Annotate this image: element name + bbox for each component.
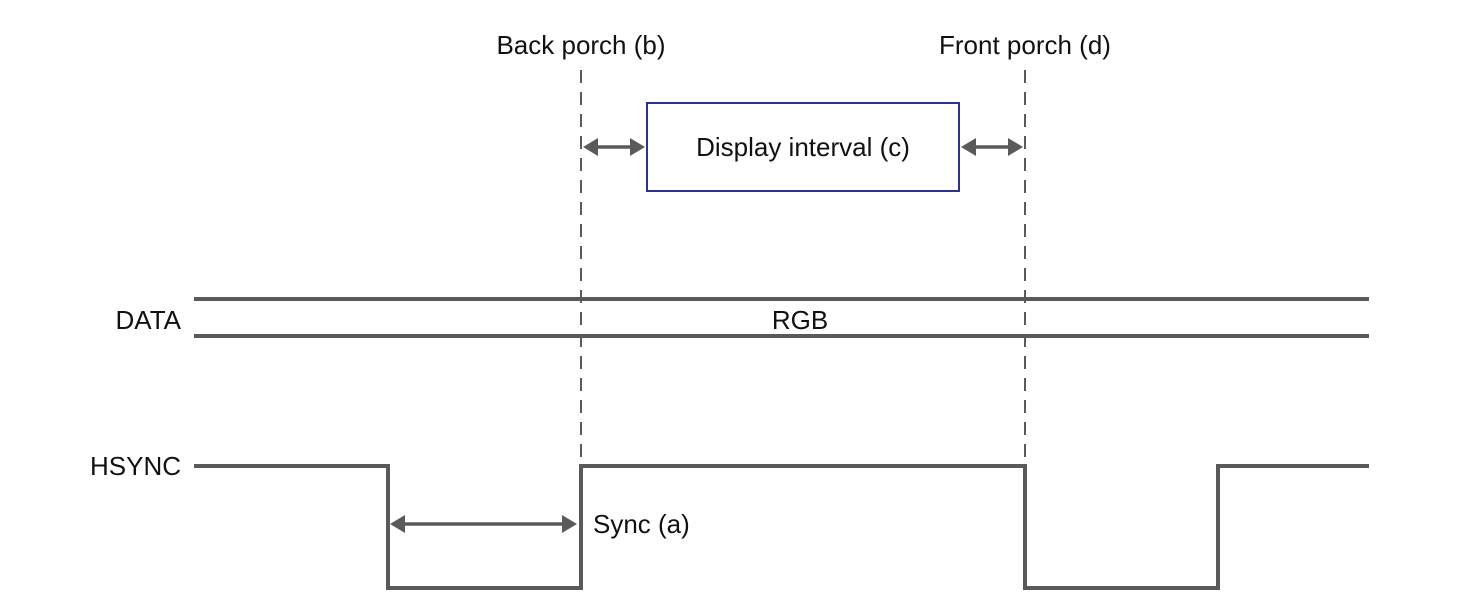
sync-label: Sync (a): [593, 509, 690, 539]
display-interval-label: Display interval (c): [696, 132, 910, 162]
front-porch-label: Front porch (d): [939, 30, 1111, 60]
sync-arrow: [390, 515, 577, 533]
back-porch-label: Back porch (b): [496, 30, 665, 60]
back-porch-arrow: [583, 138, 645, 156]
data-content-label: RGB: [772, 305, 828, 335]
data-signal-label: DATA: [116, 305, 182, 335]
hsync-signal-label: HSYNC: [90, 451, 181, 481]
front-porch-arrow: [961, 138, 1023, 156]
hsync-waveform: [194, 464, 1369, 590]
display-interval-box: [646, 102, 960, 192]
